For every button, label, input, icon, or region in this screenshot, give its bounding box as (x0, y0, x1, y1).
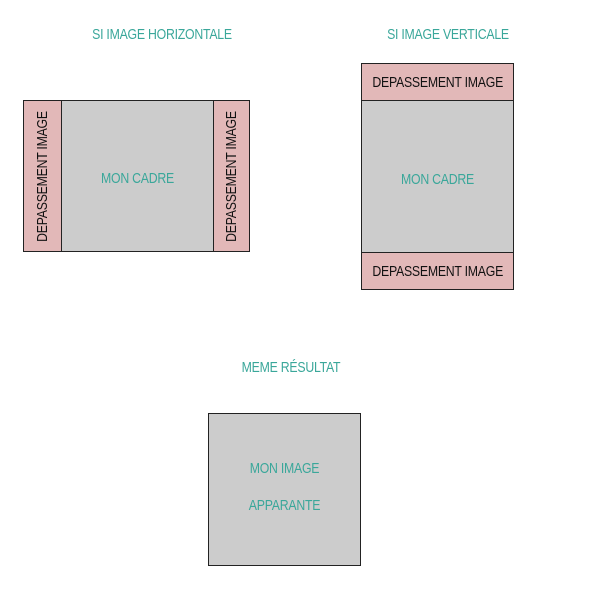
result-title: MEME RÉSULTAT (241, 359, 341, 376)
vertical-bottom-overflow-label: DEPASSEMENT IMAGE (372, 262, 503, 280)
vertical-frame-label: MON CADRE (401, 171, 474, 188)
horizontal-frame-label: MON CADRE (101, 170, 174, 187)
vertical-bottom-overflow: DEPASSEMENT IMAGE (361, 252, 514, 290)
vertical-image-title: SI IMAGE VERTICALE (387, 26, 509, 43)
result-frame (208, 413, 361, 566)
vertical-top-overflow: DEPASSEMENT IMAGE (361, 63, 514, 101)
horizontal-left-overflow-label: DEPASSEMENT IMAGE (34, 110, 52, 242)
horizontal-image-title: SI IMAGE HORIZONTALE (92, 26, 232, 43)
result-label-line1: MON IMAGE (249, 460, 320, 477)
horizontal-right-overflow: DEPASSEMENT IMAGE (213, 100, 250, 252)
result-label-line2: APPARANTE (248, 497, 321, 514)
horizontal-left-overflow: DEPASSEMENT IMAGE (23, 100, 62, 252)
horizontal-right-overflow-label: DEPASSEMENT IMAGE (223, 110, 241, 242)
vertical-top-overflow-label: DEPASSEMENT IMAGE (372, 73, 503, 91)
